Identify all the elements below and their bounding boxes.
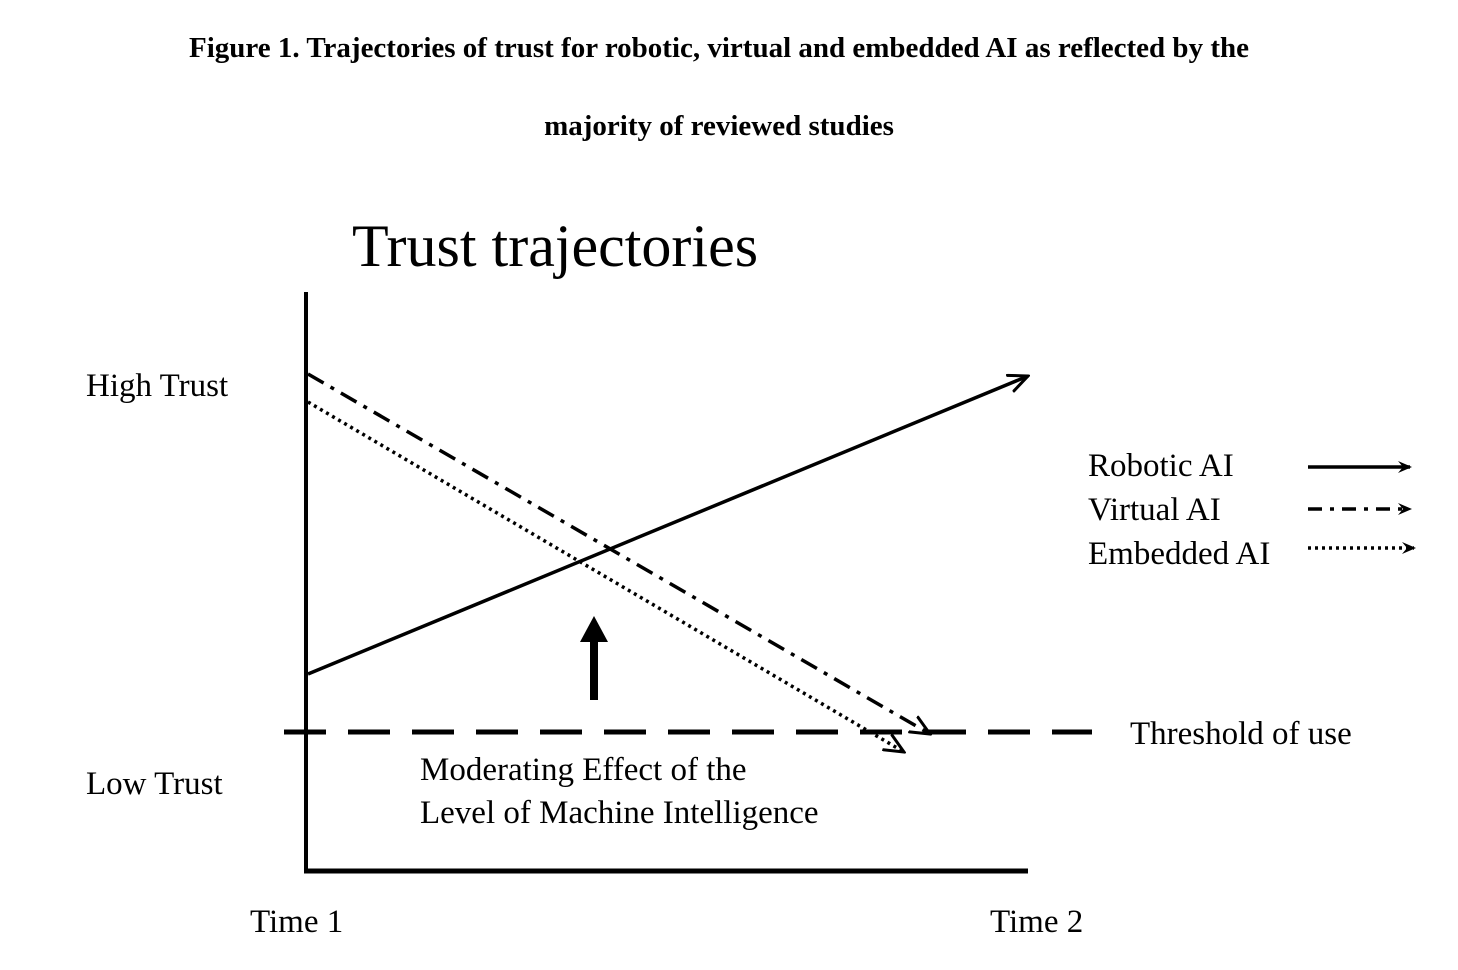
y-label-high-trust: High Trust: [86, 368, 228, 404]
y-label-low-trust: Low Trust: [86, 766, 223, 802]
diagram-title: Trust trajectories: [352, 213, 758, 279]
x-label-time-2: Time 2: [990, 904, 1083, 940]
figure-caption-line-2: majority of reviewed studies: [544, 110, 894, 142]
moderator-label-line-1: Moderating Effect of the: [420, 752, 747, 788]
figure-caption-line-1: Figure 1. Trajectories of trust for robo…: [189, 32, 1249, 64]
legend-label-virtual-ai: Virtual AI: [1088, 492, 1221, 528]
moderating-effect-arrow-icon: [580, 616, 608, 642]
virtual-ai-trajectory: [307, 372, 930, 734]
legend-label-embedded-ai: Embedded AI: [1088, 536, 1270, 572]
robotic-ai-trajectory: [307, 376, 1028, 676]
moderator-label-line-2: Level of Machine Intelligence: [420, 795, 819, 831]
threshold-label: Threshold of use: [1130, 716, 1352, 752]
legend: Robotic AI Virtual AI Embedded AI: [1088, 448, 1416, 572]
x-label-time-1: Time 1: [250, 904, 343, 940]
embedded-ai-trajectory: [307, 400, 904, 752]
legend-label-robotic-ai: Robotic AI: [1088, 448, 1234, 484]
